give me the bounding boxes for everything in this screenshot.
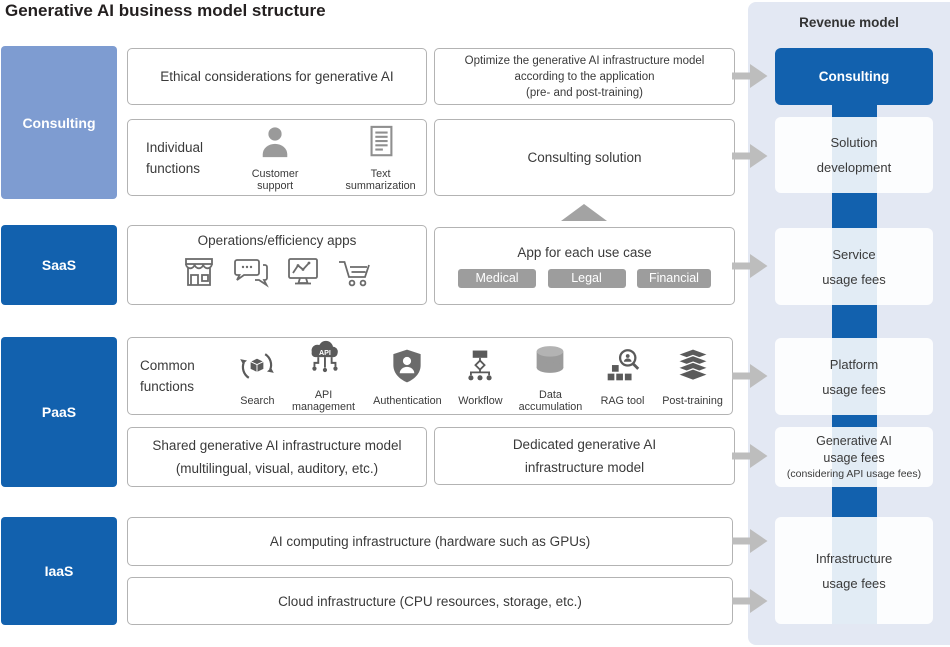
data-accumulation-label: Data accumulation bbox=[518, 389, 583, 413]
individual-functions-label: Individual functions bbox=[146, 139, 204, 176]
box-cloud-infrastructure: Cloud infrastructure (CPU resources, sto… bbox=[127, 577, 733, 625]
rag-tool-label: RAG tool bbox=[600, 395, 645, 407]
optimize-model-text: Optimize the generative AI infrastructur… bbox=[464, 54, 705, 99]
tag-legal: Legal bbox=[547, 268, 626, 288]
layer-iaas: IaaS bbox=[1, 517, 117, 625]
common-item-data-accumulation: Data accumulation bbox=[509, 339, 592, 413]
text-summarization-icon bbox=[364, 124, 398, 165]
individual-item-customer-support: Customer support bbox=[241, 124, 309, 192]
tag-medical: Medical bbox=[458, 268, 537, 288]
tag-financial: Financial bbox=[636, 268, 711, 288]
common-item-search: Search bbox=[231, 345, 284, 407]
box-individual-functions: Individual functions Customer support Te… bbox=[127, 119, 427, 196]
post-training-icon bbox=[672, 345, 714, 392]
common-item-post-training: Post-training bbox=[653, 345, 732, 407]
layer-saas: SaaS bbox=[1, 225, 117, 305]
common-item-rag-tool: RAG tool bbox=[592, 345, 653, 407]
layer-paas: PaaS bbox=[1, 337, 117, 487]
chat-icon bbox=[231, 252, 271, 297]
genai-usage-note: (considering API usage fees) bbox=[786, 468, 922, 480]
revenue-solution-development: Solution development bbox=[775, 117, 933, 193]
storefront-icon bbox=[179, 252, 219, 297]
data-accumulation-icon bbox=[529, 339, 571, 386]
arrow-up-triangle bbox=[561, 204, 607, 221]
workflow-icon bbox=[460, 345, 500, 392]
box-shared-model: Shared generative AI infrastructure mode… bbox=[127, 427, 427, 487]
api-management-label: API management bbox=[292, 389, 356, 413]
revenue-consulting-label: Consulting bbox=[818, 69, 890, 84]
operations-apps-title: Operations/efficiency apps bbox=[197, 233, 357, 248]
consulting-solution-text: Consulting solution bbox=[527, 150, 642, 165]
search-icon bbox=[237, 345, 277, 392]
revenue-platform-usage-fees: Platform usage fees bbox=[775, 338, 933, 415]
ethical-considerations-text: Ethical considerations for generative AI bbox=[160, 69, 394, 84]
analytics-monitor-icon bbox=[283, 252, 323, 297]
common-item-authentication: Authentication bbox=[363, 345, 452, 407]
arrow-right-icon bbox=[732, 143, 769, 174]
box-app-use-case: App for each use case Medical Legal Fina… bbox=[434, 227, 735, 305]
rag-tool-icon bbox=[601, 345, 643, 392]
cloud-infrastructure-text: Cloud infrastructure (CPU resources, sto… bbox=[278, 593, 582, 609]
revenue-model-heading: Revenue model bbox=[799, 15, 899, 30]
box-consulting-solution: Consulting solution bbox=[434, 119, 735, 196]
arrow-right-icon bbox=[732, 443, 769, 474]
post-training-label: Post-training bbox=[662, 395, 723, 407]
layer-consulting-label: Consulting bbox=[22, 114, 96, 131]
workflow-label: Workflow bbox=[458, 395, 503, 407]
shared-model-text: Shared generative AI infrastructure mode… bbox=[152, 438, 402, 476]
arrow-right-icon bbox=[732, 63, 769, 94]
api-management-icon: API bbox=[303, 339, 345, 386]
page-title: Generative AI business model structure bbox=[5, 1, 326, 20]
dedicated-model-text: Dedicated generative AI infrastructure m… bbox=[512, 437, 657, 475]
search-label: Search bbox=[240, 395, 275, 407]
individual-item-text-summarization: Text summarization bbox=[335, 124, 426, 192]
box-operations-apps: Operations/efficiency apps bbox=[127, 225, 427, 305]
box-common-functions: Common functions Search bbox=[127, 337, 733, 415]
authentication-label: Authentication bbox=[373, 395, 442, 407]
arrow-right-icon bbox=[732, 253, 769, 284]
use-case-tags: Medical Legal Financial bbox=[455, 268, 715, 288]
revenue-genai-usage-fees: Generative AI usage fees (considering AP… bbox=[775, 427, 933, 487]
arrow-right-icon bbox=[732, 528, 769, 559]
customer-support-icon bbox=[258, 124, 292, 165]
layer-iaas-label: IaaS bbox=[44, 563, 74, 579]
layer-saas-label: SaaS bbox=[41, 257, 77, 273]
box-dedicated-model: Dedicated generative AI infrastructure m… bbox=[434, 427, 735, 485]
layer-paas-label: PaaS bbox=[41, 404, 77, 420]
box-ai-computing: AI computing infrastructure (hardware su… bbox=[127, 517, 733, 566]
operations-icons bbox=[179, 252, 375, 297]
app-use-case-title: App for each use case bbox=[517, 244, 652, 260]
arrow-right-icon bbox=[732, 588, 769, 619]
svg-text:API: API bbox=[319, 349, 331, 357]
revenue-consulting: Consulting bbox=[775, 48, 933, 105]
common-functions-label: Common functions bbox=[140, 358, 195, 394]
box-ethical-considerations: Ethical considerations for generative AI bbox=[127, 48, 427, 105]
layer-consulting: Consulting bbox=[1, 46, 117, 199]
customer-support-label: Customer support bbox=[251, 167, 299, 192]
revenue-service-usage-fees: Service usage fees bbox=[775, 228, 933, 305]
box-optimize-model: Optimize the generative AI infrastructur… bbox=[434, 48, 735, 105]
revenue-infrastructure-usage-fees: Infrastructure usage fees bbox=[775, 517, 933, 624]
text-summarization-label: Text summarization bbox=[345, 167, 416, 192]
common-item-workflow: Workflow bbox=[452, 345, 509, 407]
arrow-right-icon bbox=[732, 363, 769, 394]
common-item-api-management: API API management bbox=[284, 339, 363, 413]
authentication-icon bbox=[387, 345, 427, 392]
shopping-cart-icon bbox=[335, 252, 375, 297]
ai-computing-text: AI computing infrastructure (hardware su… bbox=[269, 534, 591, 549]
